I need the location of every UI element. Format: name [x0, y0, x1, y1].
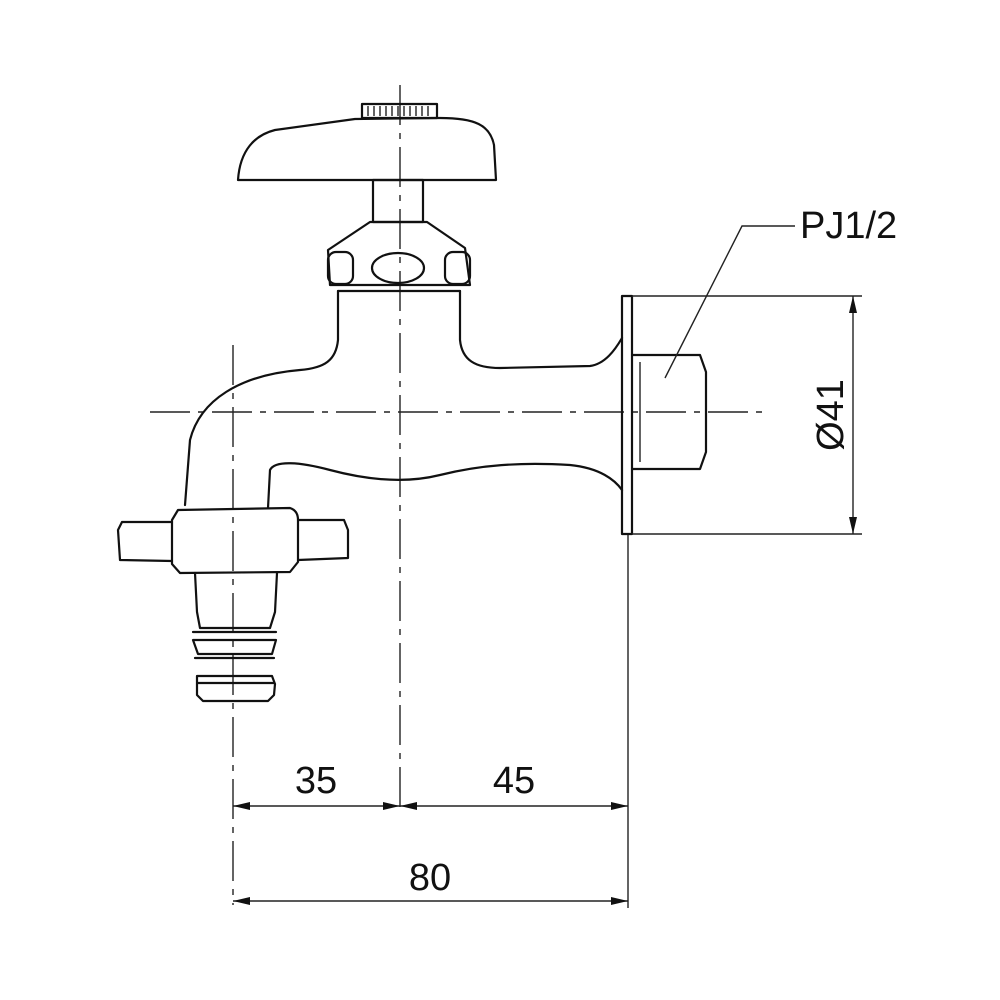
hose-outlet	[116, 506, 350, 703]
extension-lines	[627, 295, 862, 908]
nut-flat-center	[370, 251, 426, 285]
knurling	[367, 106, 429, 116]
dim-label-35: 35	[295, 760, 337, 802]
diameter-label: Ø41	[810, 379, 852, 451]
dim-label-45: 45	[493, 760, 535, 802]
nut-flat-left	[326, 250, 355, 286]
handle-knob	[236, 116, 498, 182]
wall-flange	[620, 294, 708, 536]
barb-rings	[191, 630, 278, 703]
centerlines	[150, 85, 762, 905]
thread-leader	[664, 225, 795, 379]
barb-upper	[193, 571, 279, 630]
flange	[620, 294, 634, 536]
dim-label-80: 80	[409, 857, 451, 899]
bonnet	[326, 220, 472, 293]
handle	[236, 102, 498, 224]
faucet-body	[183, 289, 624, 510]
thread-label: PJ1/2	[800, 205, 897, 247]
dimension-lines	[233, 225, 857, 905]
thread-connector	[630, 353, 708, 471]
bonnet-nut	[326, 220, 472, 287]
stem	[371, 178, 425, 224]
wing-left	[116, 520, 174, 563]
outlet-nut	[170, 506, 300, 575]
wing-right	[296, 518, 350, 562]
nut-flat-right	[443, 250, 472, 286]
